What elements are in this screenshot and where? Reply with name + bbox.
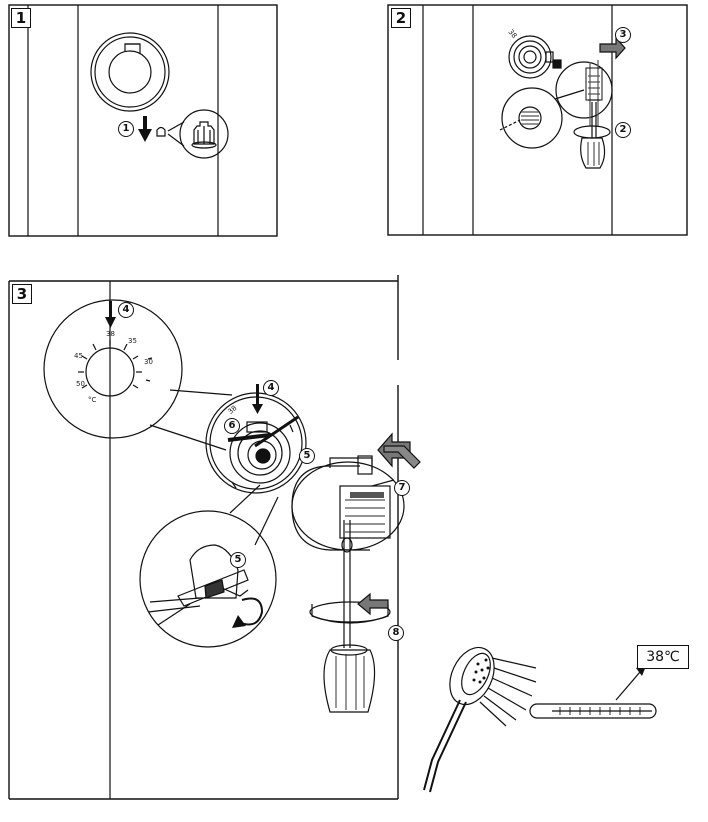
panel-1 <box>8 4 278 237</box>
rotate-arrow-icon <box>357 592 389 616</box>
cap-icon <box>156 126 166 137</box>
dial-mark-35: 35 <box>128 337 137 345</box>
temperature-readout: 38℃ <box>637 645 689 669</box>
panel-3 <box>8 275 421 800</box>
dial-mark-celsius: °C <box>88 396 97 404</box>
panel-1-label: 1 <box>11 8 31 28</box>
dial-mark-45: 45 <box>74 352 83 360</box>
valve-plate <box>205 384 307 494</box>
diag-arrow-icon <box>383 445 421 469</box>
shower-head <box>423 646 537 793</box>
step-7-badge: 7 <box>394 480 410 496</box>
step-5-zoom-badge: 5 <box>230 552 246 568</box>
down-arrow-icon <box>138 116 152 142</box>
cartridge <box>508 35 562 79</box>
zoom-thread-detail <box>499 87 585 149</box>
step-1-badge: 1 <box>118 121 134 137</box>
step-2-badge: 2 <box>615 122 631 138</box>
panel-3-label: 3 <box>12 284 32 304</box>
dial-mark-50: 50 <box>76 380 85 388</box>
zoom-cap-detail <box>167 109 229 159</box>
step-5-badge: 5 <box>299 448 315 464</box>
screwdriver <box>573 102 611 169</box>
step-4-dial-badge: 4 <box>118 302 134 318</box>
knob-plate <box>90 32 170 112</box>
panel-2-label: 2 <box>391 8 411 28</box>
dial-mark-38: 38 <box>106 330 115 338</box>
dial-mark-30: 30 <box>144 358 153 366</box>
step-3-badge: 3 <box>615 27 631 43</box>
step-8-badge: 8 <box>388 625 404 641</box>
right-arrow-icon <box>599 36 626 60</box>
step-4-badge: 4 <box>263 380 279 396</box>
rod-screwdriver <box>309 520 391 713</box>
step-6-badge: 6 <box>224 418 240 434</box>
valve-body <box>555 60 613 127</box>
cartridge-body <box>291 455 405 551</box>
pliers-zoom <box>139 484 279 648</box>
dial-zoom <box>43 299 233 451</box>
thermometer-icon <box>529 666 657 719</box>
panel-2 <box>387 4 688 236</box>
